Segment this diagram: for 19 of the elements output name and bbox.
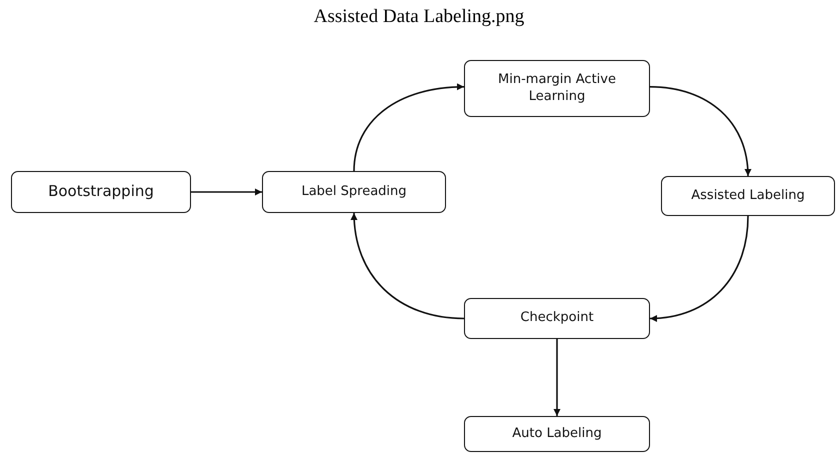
arrow bbox=[350, 212, 464, 320]
box-label: Bootstrapping bbox=[48, 182, 154, 202]
box-label: Auto Labeling bbox=[512, 426, 602, 442]
arrow bbox=[650, 216, 749, 322]
process-box bbox=[464, 60, 650, 117]
box-label: Checkpoint bbox=[520, 310, 594, 327]
arrow bbox=[554, 339, 560, 416]
arrow bbox=[650, 86, 752, 176]
process-box bbox=[464, 416, 650, 452]
process-box bbox=[262, 171, 446, 213]
box-label: Assisted Labeling bbox=[691, 188, 805, 204]
arrow bbox=[353, 84, 464, 172]
diagram-title: Assisted Data Labeling.png bbox=[312, 6, 526, 28]
process-box bbox=[661, 176, 835, 216]
box-label: Label Spreading bbox=[301, 184, 407, 200]
process-box bbox=[464, 298, 650, 339]
box-label: Min-margin Active Learning bbox=[497, 72, 617, 106]
arrow bbox=[191, 188, 262, 196]
process-box bbox=[11, 171, 191, 213]
